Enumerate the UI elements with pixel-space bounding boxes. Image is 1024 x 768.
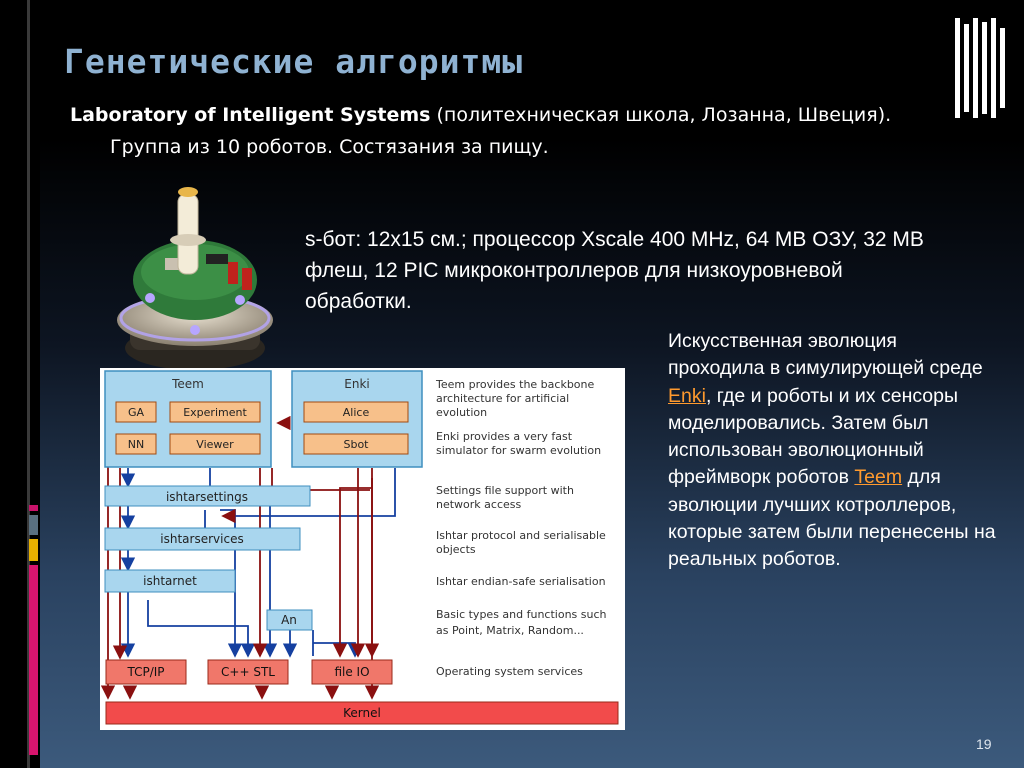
lab-name: Laboratory of Intelligent Systems bbox=[70, 104, 431, 126]
evo-text-1: Искусственная эволюция проходила в симул… bbox=[668, 330, 983, 380]
an-label: An bbox=[281, 613, 297, 627]
note-1a: Teem provides the backbone bbox=[435, 378, 595, 391]
kernel-layer bbox=[105, 701, 619, 725]
note-2b: simulator for swarm evolution bbox=[436, 444, 601, 457]
note-4b: objects bbox=[436, 543, 476, 556]
lab-location: (политехническая школа, Лозанна, Швеция)… bbox=[430, 104, 892, 126]
kernel-label: Kernel bbox=[343, 706, 381, 720]
cpp-stl-layer bbox=[207, 659, 289, 685]
tcpip-layer bbox=[105, 659, 187, 685]
note-1c: evolution bbox=[436, 406, 487, 419]
cpp-stl-label: C++ STL bbox=[221, 665, 275, 679]
enki-alice: Alice bbox=[343, 406, 370, 419]
file-io-layer bbox=[311, 659, 393, 685]
note-6a: Basic types and functions such bbox=[436, 608, 607, 621]
tcpip-label: TCP/IP bbox=[126, 665, 164, 679]
evo-text-3: для эволюции лучших котроллеров, которые… bbox=[668, 466, 996, 571]
evo-text-2: , где и роботы и их сенсоры моделировали… bbox=[668, 384, 959, 489]
slide-title: Генетические алгоритмы bbox=[64, 42, 524, 81]
ishtarnet-label: ishtarnet bbox=[143, 574, 197, 588]
page-number: 19 bbox=[976, 736, 992, 752]
group-line: Группа из 10 роботов. Состязания за пищу… bbox=[110, 136, 549, 158]
ishtarservices-label: ishtarservices bbox=[160, 532, 243, 546]
accent-bar-magenta bbox=[29, 505, 38, 511]
teem-title: Teem bbox=[171, 377, 204, 391]
enki-module: Enki Alice Sbot bbox=[291, 370, 423, 468]
accent-bar-slate bbox=[29, 515, 38, 535]
title-decoration-icon bbox=[955, 18, 1013, 118]
ishtarservices-layer bbox=[104, 527, 301, 551]
enki-sbot: Sbot bbox=[343, 438, 369, 451]
note-2a: Enki provides a very fast bbox=[436, 430, 573, 443]
note-6b: as Point, Matrix, Random... bbox=[436, 624, 584, 637]
teem-link[interactable]: Teem bbox=[854, 466, 903, 489]
note-4a: Ishtar protocol and serialisable bbox=[436, 529, 606, 542]
note-5: Ishtar endian-safe serialisation bbox=[436, 575, 606, 588]
ishtarsettings-label: ishtarsettings bbox=[166, 490, 248, 504]
accent-bar-gold bbox=[29, 539, 38, 561]
evolution-text: Искусственная эволюция проходила в симул… bbox=[668, 328, 998, 574]
ishtarnet-layer bbox=[104, 569, 236, 593]
note-1b: architecture for artificial bbox=[436, 392, 569, 405]
spec-text: s-бот: 12x15 см.; процессор Xscale 400 M… bbox=[305, 228, 924, 313]
teem-module: Teem GA Experiment NN Viewer bbox=[104, 370, 272, 468]
an-layer bbox=[266, 609, 313, 631]
accent-bar-pink bbox=[29, 565, 38, 755]
lab-line: Laboratory of Intelligent Systems (полит… bbox=[70, 104, 891, 126]
teem-viewer: Viewer bbox=[196, 438, 234, 451]
enki-link[interactable]: Enki bbox=[668, 384, 706, 407]
architecture-diagram: Teem GA Experiment NN Viewer Enki Alice … bbox=[100, 368, 625, 730]
teem-nn: NN bbox=[128, 438, 144, 451]
file-io-label: file IO bbox=[334, 665, 369, 679]
note-3a: Settings file support with bbox=[436, 484, 574, 497]
s-bot-robot-image bbox=[117, 187, 273, 370]
ishtarsettings-layer bbox=[104, 485, 311, 507]
enki-title: Enki bbox=[344, 377, 369, 391]
teem-ga: GA bbox=[128, 406, 145, 419]
left-edge bbox=[0, 0, 40, 768]
note-7: Operating system services bbox=[436, 665, 583, 678]
note-3b: network access bbox=[436, 498, 522, 511]
teem-experiment: Experiment bbox=[183, 406, 247, 419]
